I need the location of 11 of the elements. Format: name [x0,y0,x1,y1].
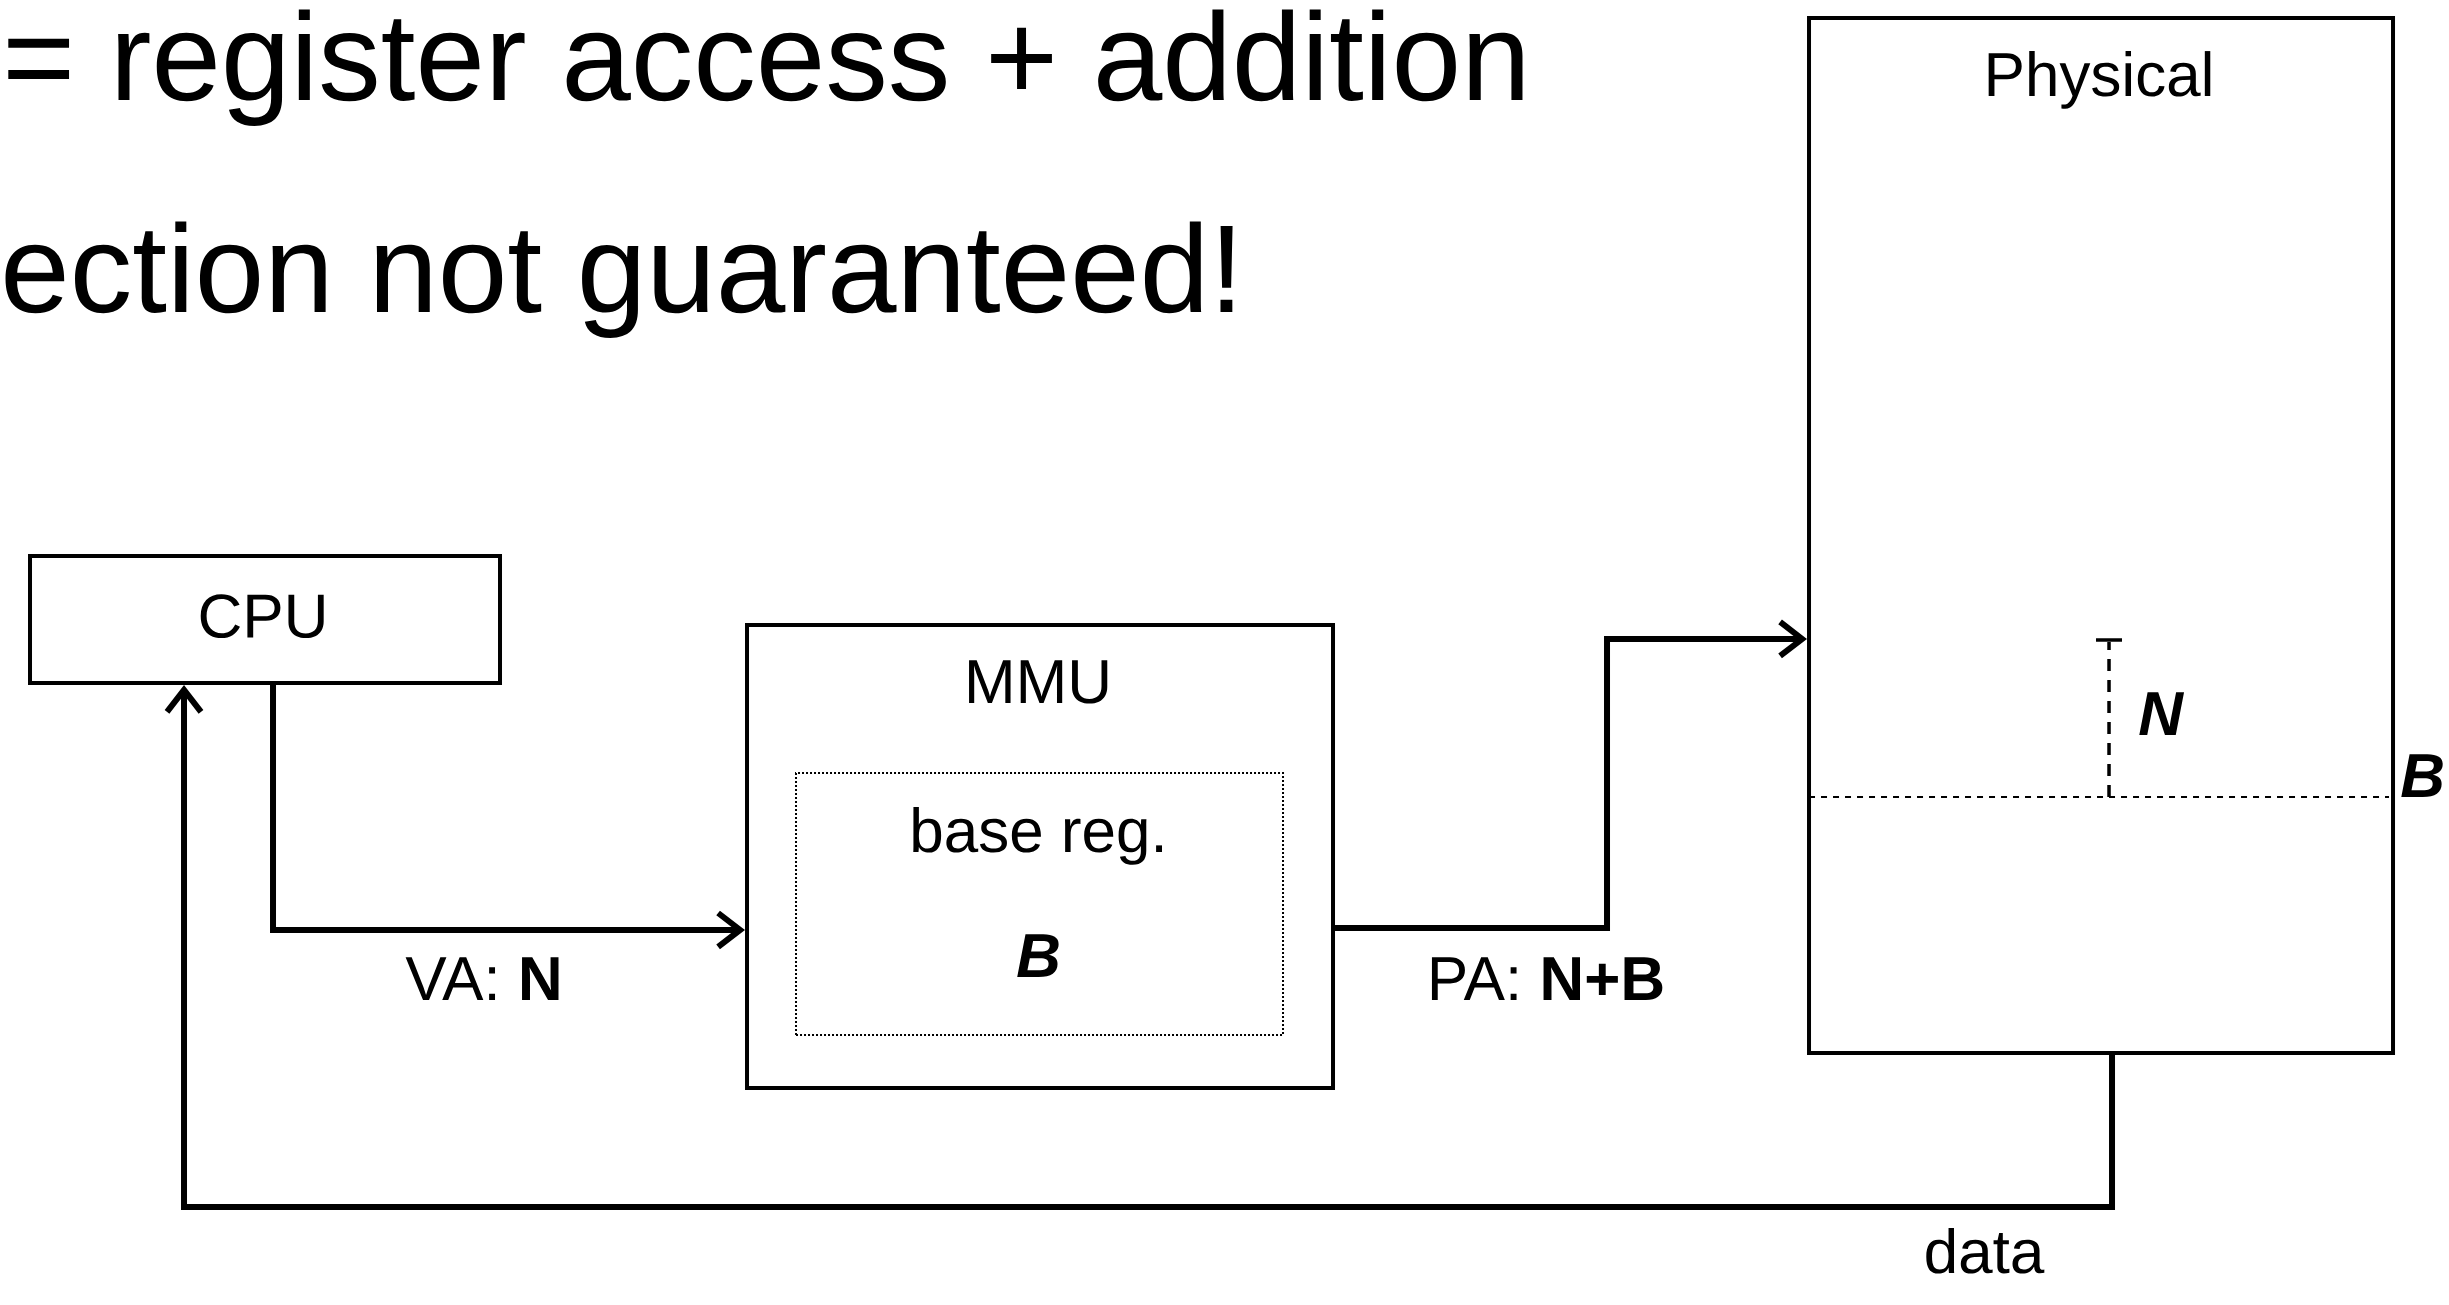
process-box: CPU [28,554,502,685]
arrow [1335,619,1807,931]
arrow [164,685,2115,1210]
edge-label: VA: N [403,955,565,1002]
arrow [270,685,745,950]
offset-label: N [2139,692,2185,735]
register-box: base reg. B [795,772,1284,1036]
heading-text: = register access + addition [8,9,1523,126]
edge-label: data [1921,1226,2047,1276]
edge-label: PA: N+B [1424,955,1668,1002]
heading-text: ection not guaranteed! [5,221,1233,338]
